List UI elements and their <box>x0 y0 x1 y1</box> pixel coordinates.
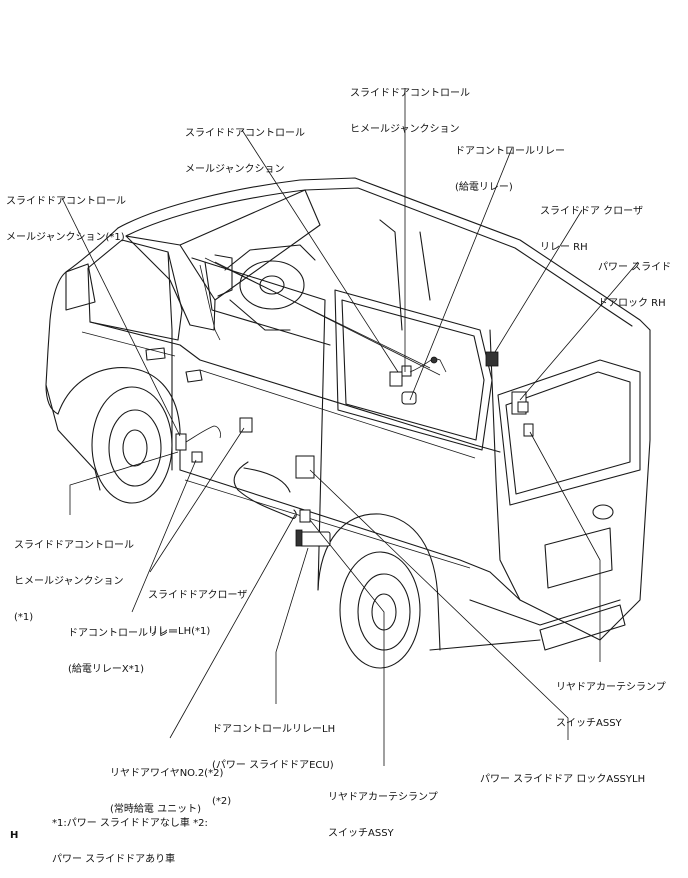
components <box>175 351 534 547</box>
label-left-male-junction: スライドドアコントロール メールジャンクション(*1) <box>6 172 126 256</box>
label-line: スイッチASSY <box>556 718 622 729</box>
label-mid-roof-junction: スライドドアコントロール ヒメールジャンクション <box>350 64 470 148</box>
label-courtesy-switch-center: リヤドアカーテシランプ スイッチASSY <box>328 768 438 852</box>
label-line: ドアロック RH <box>598 298 666 309</box>
power-door-lock-lh-part <box>295 455 315 479</box>
label-line: メールジャンクション(*1) <box>6 232 125 243</box>
footnote-line: *1:パワー スライドドアなし車 *2: <box>52 818 208 829</box>
label-line: (*1) <box>14 612 34 623</box>
label-line: (*2) <box>212 796 232 807</box>
label-line: リレー RH <box>540 242 588 253</box>
label-power-door-lock-lh: パワー スライドドア ロックASSYLH <box>480 750 645 798</box>
label-door-control-relay-x: ドアコントロールリレー (給電リレーX*1) <box>68 604 178 688</box>
label-roof-male-junction: スライドドアコントロール メールジャンクション <box>185 104 305 188</box>
van-outline <box>45 177 651 669</box>
label-line: (給電リレー) <box>455 182 513 193</box>
label-line: ドアコントロールリレー <box>68 628 178 639</box>
label-power-door-lock-rh: パワー スライド ドアロック RH <box>598 238 671 322</box>
label-line: スライドドアコントロール <box>185 128 305 139</box>
label-door-control-relay-top: ドアコントロールリレー (給電リレー) <box>455 122 565 206</box>
label-line: スライドドア クローザ <box>540 206 643 217</box>
roof-junction-part <box>389 371 403 387</box>
label-line: (常時給電 ユニット) <box>110 804 201 815</box>
label-line: (パワー スライドドアECU) <box>212 760 334 771</box>
leader-lines <box>61 88 639 766</box>
closer-relay-rh-part <box>485 351 499 367</box>
label-line: スライドドアクローザ <box>148 590 248 601</box>
label-line: リヤドアカーテシランプ <box>328 792 438 803</box>
label-line: パワー スライドドア ロックASSYLH <box>480 774 646 785</box>
footnote-line: パワー スライドドアあり車 <box>52 854 176 865</box>
label-line: リヤドアワイヤNO.2(*2) <box>110 768 224 779</box>
rear-courtesy-switch-right-part <box>523 423 534 437</box>
label-line: スライドドアコントロール <box>14 540 134 551</box>
label-rear-door-wire: リヤドアワイヤNO.2(*2) (常時給電 ユニット) <box>110 744 223 828</box>
rear-courtesy-switch-center-part <box>299 509 311 523</box>
label-courtesy-switch-right: リヤドアカーテシランプ スイッチASSY <box>556 658 666 742</box>
van-component-location-diagram <box>45 88 651 766</box>
footnote: *1:パワー スライドドアなし車 *2: パワー スライドドアあり車 <box>52 794 208 878</box>
label-line: ドアコントロールリレー <box>455 146 565 157</box>
label-door-control-relay-lh: ドアコントロールリレーLH (パワー スライドドアECU) (*2) <box>212 700 335 820</box>
label-line: スライドドアコントロール <box>350 88 470 99</box>
label-closer-relay-lh: スライドドアクローザ リレーLH(*1) <box>148 566 247 650</box>
label-closer-relay-rh: スライドドア クローザ リレー RH <box>540 182 643 266</box>
left-female-junction-part <box>175 433 187 451</box>
label-line: スイッチASSY <box>328 828 394 839</box>
label-line: パワー スライド <box>598 262 672 273</box>
label-left-female-junction: スライドドアコントロール ヒメールジャンクション (*1) <box>14 516 134 636</box>
door-control-relay-top-part <box>401 391 417 405</box>
label-line: ドアコントロールリレーLH <box>212 724 336 735</box>
label-line: リヤドアカーテシランプ <box>556 682 666 693</box>
label-line: ヒメールジャンクション <box>14 576 124 587</box>
corner-mark: H <box>10 830 19 841</box>
label-line: ヒメールジャンクション <box>350 124 460 135</box>
label-line: メールジャンクション <box>185 164 285 175</box>
roof-female-junction-part <box>401 365 412 377</box>
label-line: リレーLH(*1) <box>148 626 211 637</box>
label-line: スライドドアコントロール <box>6 196 126 207</box>
closer-relay-lh-part <box>239 417 253 433</box>
door-control-relay-x-part <box>191 451 203 463</box>
label-line: (給電リレーX*1) <box>68 664 145 675</box>
